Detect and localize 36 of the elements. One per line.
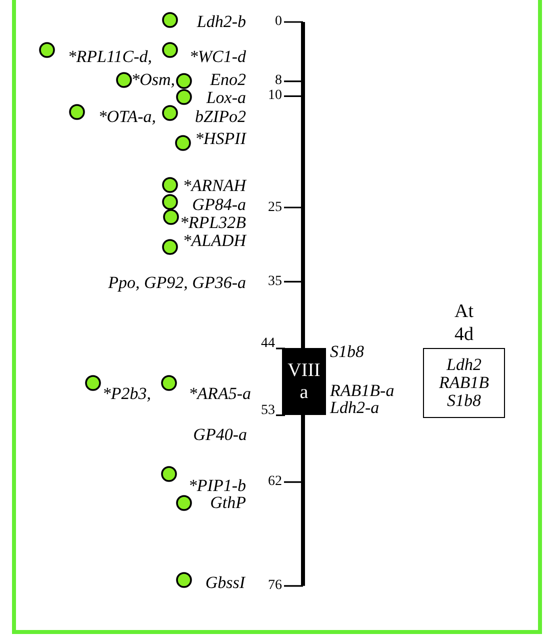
gene-label: GbssI	[205, 574, 245, 592]
box-heading: At 4d	[454, 300, 474, 346]
map-position: 25	[268, 200, 282, 214]
map-position: 35	[268, 274, 282, 289]
gene-label: Eno2	[210, 71, 246, 89]
map-position: 8	[275, 74, 282, 88]
gene-label: Ldh2-a	[330, 399, 380, 417]
gene-label: *HSPII	[195, 130, 246, 148]
gene-list: Ldh2 RAB1B S1b8	[434, 356, 494, 410]
map-position: 10	[268, 89, 282, 104]
map-position: 0	[275, 15, 282, 29]
map-position: 62	[268, 475, 282, 490]
gene-label: Ldh2-b	[196, 13, 246, 31]
gene-label: Ppo, GP92, GP36-a	[108, 274, 246, 292]
map-position: 53	[261, 404, 275, 418]
gene-label: S1b8	[330, 343, 364, 361]
gene-label: GP84-a	[192, 196, 246, 214]
gene-label: *P2b3,	[102, 385, 151, 403]
gene-label: *ARA5-a	[188, 385, 251, 403]
gene-label: *RPL11C-d,	[68, 48, 152, 66]
gene-label: GP40-a	[193, 426, 247, 444]
gene-label: *RPL32B	[180, 214, 246, 232]
gene-label: *WC1-d	[189, 48, 246, 66]
gene-label: bZIPo2	[195, 108, 246, 126]
map-position: 76	[268, 578, 282, 593]
gene-label: *ARNAH	[182, 177, 246, 195]
gene-label: *OTA-a,	[98, 108, 156, 126]
gene-label: GthP	[210, 494, 246, 512]
block-label: VIII a	[286, 360, 322, 404]
gene-label: *PIP1-b	[188, 477, 246, 495]
chromosome-block	[282, 348, 326, 416]
gene-label: RAB1B-a	[330, 382, 394, 400]
gene-label: Lox-a	[206, 89, 246, 107]
map-position: 44	[261, 337, 275, 352]
gene-label: *Osm,	[131, 71, 175, 89]
gene-label: *ALADH	[182, 232, 246, 250]
